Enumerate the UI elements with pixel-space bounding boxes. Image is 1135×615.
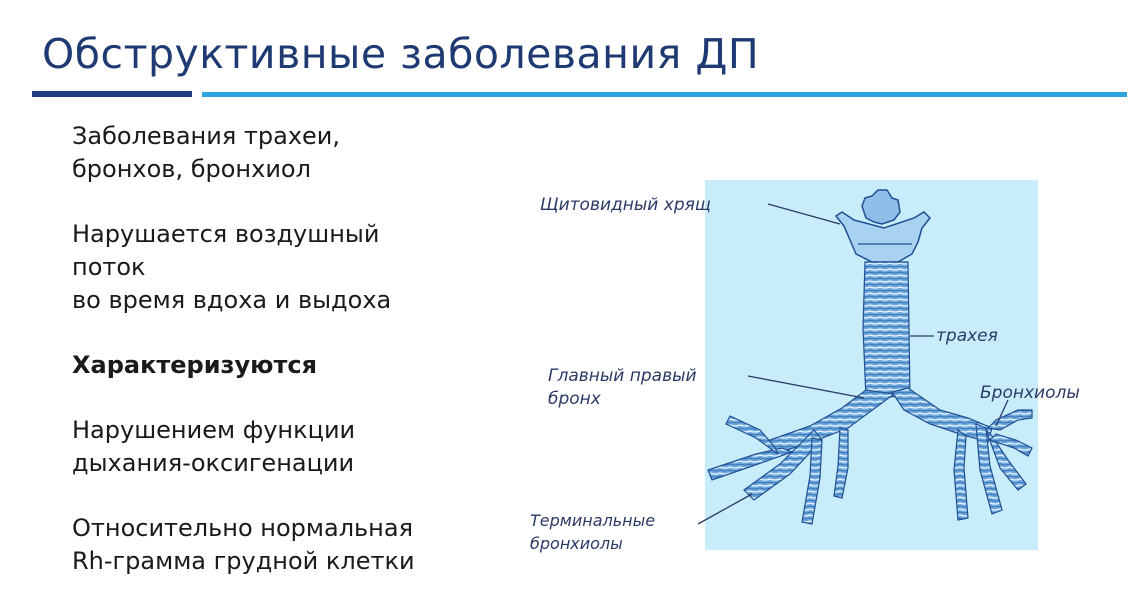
text-line: Относительно нормальная — [72, 514, 414, 542]
label-terminal-bronchioles-2: бронхиолы — [530, 534, 623, 553]
text-line: дыхания-оксигенации — [72, 449, 355, 477]
text-line: Rh-грамма грудной клетки — [72, 547, 415, 575]
slide-title: Обструктивные заболевания ДП — [42, 30, 760, 78]
label-main-right-bronchus-1: Главный правый — [548, 366, 697, 386]
title-rule-light — [202, 92, 1127, 97]
paragraph-characterized: Характеризуются — [72, 349, 512, 382]
text-line: Нарушается воздушный — [72, 220, 380, 248]
text-line: Заболевания трахеи, — [72, 122, 341, 150]
thyroid-cartilage-shape — [834, 189, 932, 263]
airway-diagram: Щитовидный хрящ трахея Главный правый бр… — [530, 180, 1080, 553]
paragraph-function: Нарушением функции дыхания-оксигенации — [72, 414, 512, 480]
paragraph-airflow: Нарушается воздушный поток во время вдох… — [72, 218, 512, 317]
slide-body: Заболевания трахеи, бронхов, бронхиол На… — [72, 120, 512, 610]
label-terminal-bronchioles-1: Терминальные — [530, 511, 655, 530]
text-line: Характеризуются — [72, 351, 318, 379]
callout-lines — [697, 203, 1009, 525]
airway-illustration: Щитовидный хрящ трахея Главный правый бр… — [520, 178, 1120, 558]
text-line: бронхов, бронхиол — [72, 155, 311, 183]
title-rule-dark — [32, 91, 192, 97]
text-line: поток — [72, 253, 146, 281]
paragraph-xray: Относительно нормальная Rh-грамма грудно… — [72, 512, 512, 578]
text-line: во время вдоха и выдоха — [72, 286, 392, 314]
paragraph-diseases: Заболевания трахеи, бронхов, бронхиол — [72, 120, 512, 186]
text-line: Нарушением функции — [72, 416, 356, 444]
label-trachea: трахея — [936, 326, 998, 346]
airway-tree-shape — [707, 261, 1033, 525]
label-main-right-bronchus-2: бронх — [548, 389, 602, 409]
label-thyroid-cartilage: Щитовидный хрящ — [540, 195, 711, 215]
label-bronchioles: Бронхиолы — [980, 383, 1080, 403]
